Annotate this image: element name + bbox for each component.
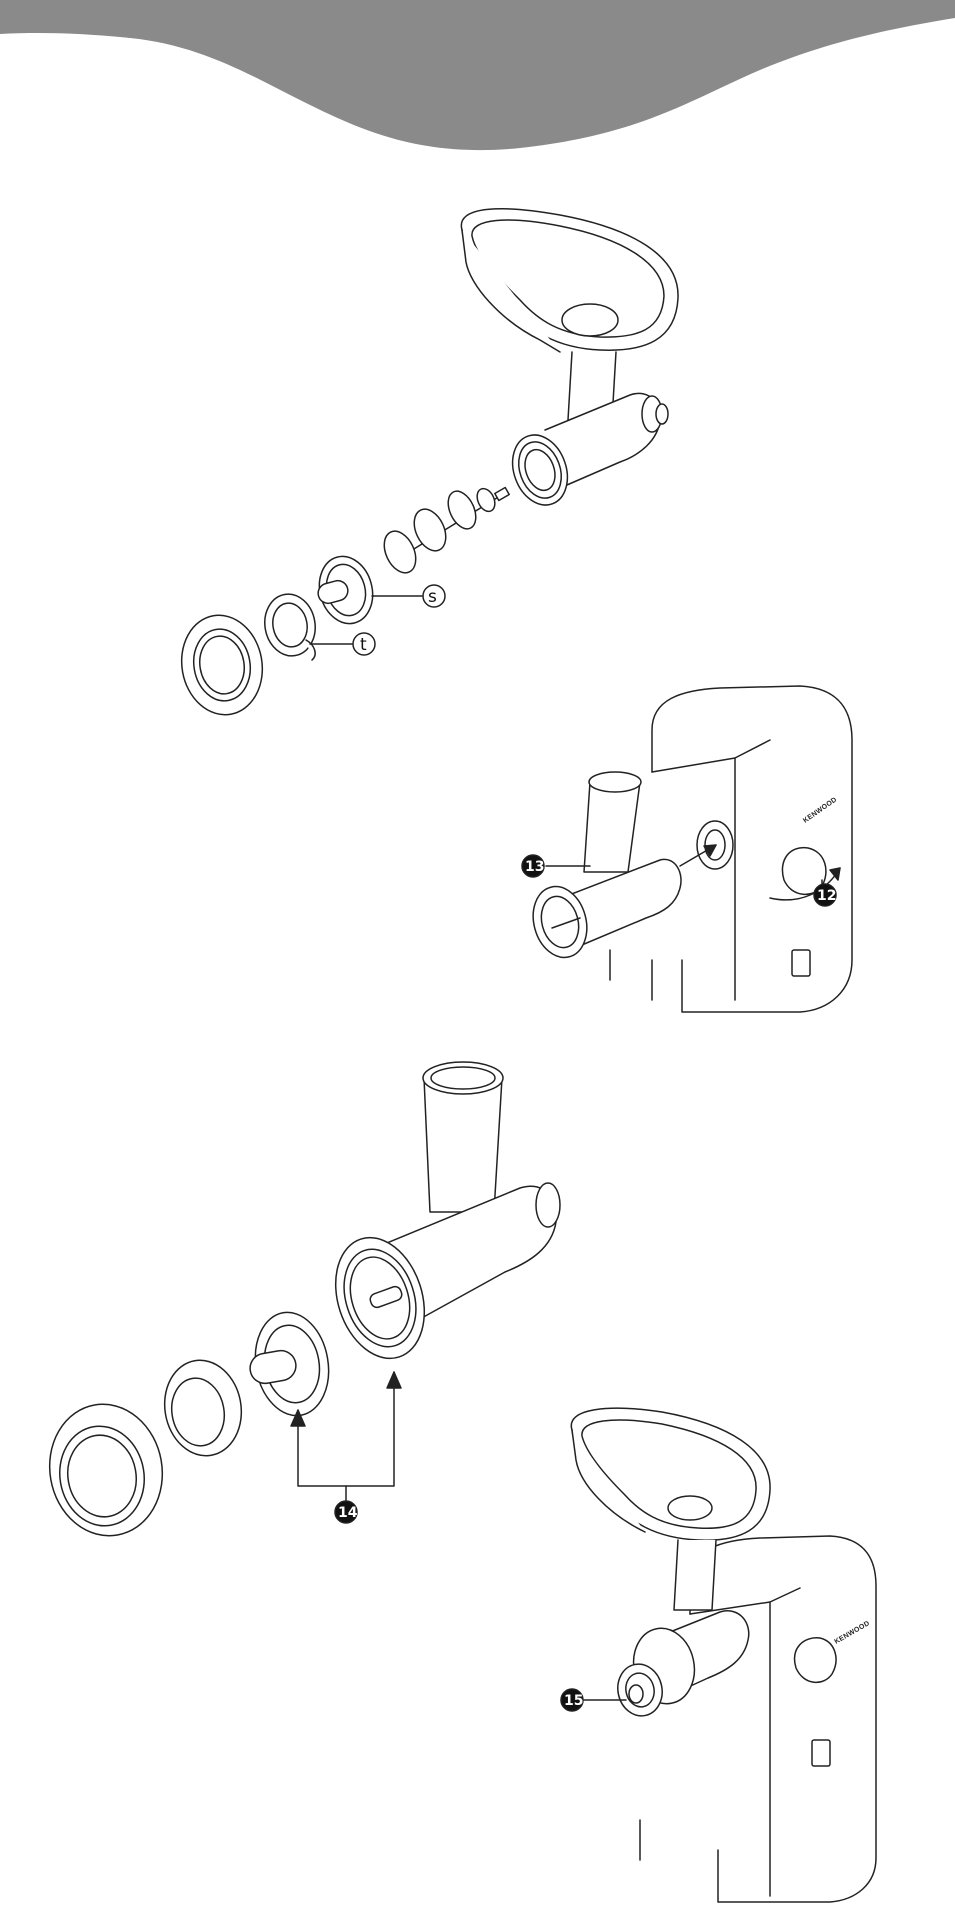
callout-label-14: 14	[338, 1505, 358, 1521]
figure-exploded-mincer	[180, 208, 679, 716]
callout-label-s: s	[428, 587, 437, 607]
motor-unit	[609, 685, 853, 1013]
insert-arrow-icon	[679, 844, 717, 867]
sausage-cone-large	[163, 1359, 243, 1457]
figure-front-assembly	[48, 1061, 561, 1537]
worm-screw	[383, 486, 510, 574]
feed-tray-assembled	[570, 1407, 771, 1541]
feed-tray	[460, 208, 679, 353]
callout-t	[352, 632, 376, 656]
callout-13	[521, 854, 545, 878]
mincer-body	[511, 351, 669, 506]
callout-s	[422, 584, 446, 608]
alignment-arrows	[290, 1371, 402, 1501]
callout-14	[334, 1500, 358, 1524]
header-wave	[0, 0, 955, 151]
callout-12	[813, 883, 837, 907]
figure-fit-head	[521, 685, 853, 1013]
rotation-arrow-icon	[769, 867, 841, 901]
cutter-plate-large	[249, 1311, 330, 1417]
callout-label-13: 13	[525, 859, 544, 875]
brand-label-assembled: KENWOOD	[834, 1620, 872, 1646]
cutter-plate	[317, 555, 374, 625]
ring-nut-large	[48, 1403, 164, 1537]
callout-15	[560, 1688, 584, 1712]
callout-label-t: t	[360, 635, 367, 655]
callout-label-12: 12	[817, 888, 836, 904]
mincer-head-assembled	[617, 1539, 750, 1717]
mincer-body-large	[334, 1061, 561, 1360]
mincer-head	[532, 771, 682, 959]
callout-label-15: 15	[564, 1693, 583, 1709]
sausage-cone	[264, 593, 316, 661]
ring-nut	[180, 614, 264, 716]
